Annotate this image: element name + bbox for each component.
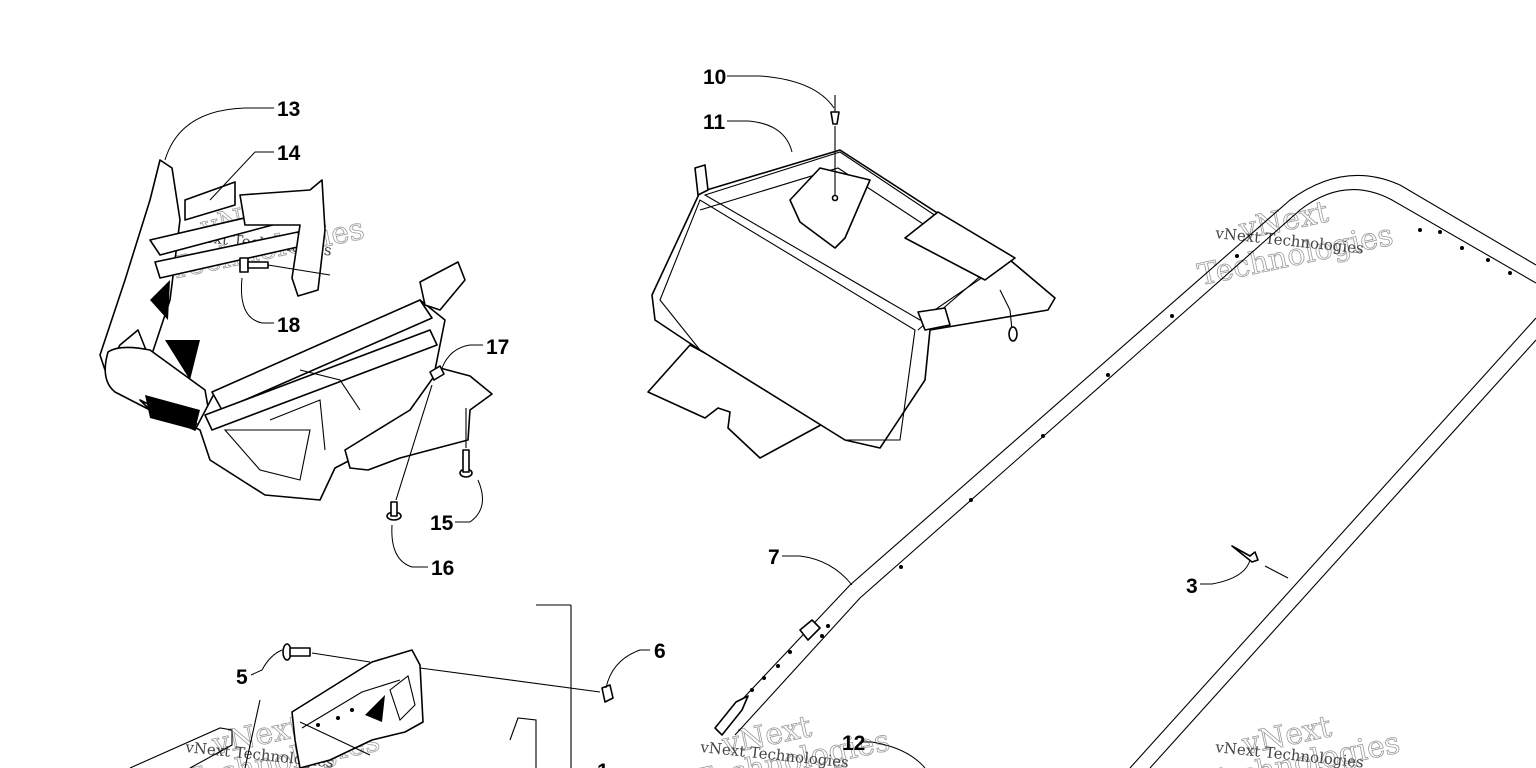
storage-bag [647,149,1056,459]
pin-10 [830,95,840,202]
nut-6 [419,667,614,703]
leader-lines [164,75,1251,768]
rear-bumper-assembly [99,159,493,501]
callout-16: 16 [431,557,454,580]
callout-14: 14 [277,142,301,165]
bolt-15 [459,408,473,478]
callout-3: 3 [1186,575,1198,598]
callout-6: 6 [654,640,666,663]
rivet-3 [1231,545,1289,579]
callout-1: 1 [597,760,609,768]
callout-18: 18 [277,314,301,337]
bolt-18 [239,257,331,276]
callout-labels: 13 14 18 17 15 16 10 11 7 3 5 6 12 1 [236,66,1198,768]
callout-17: 17 [486,336,509,359]
callout-13: 13 [277,98,300,121]
nut-17 [429,365,445,381]
callout-12: 12 [842,732,865,755]
bolt-16 [386,384,433,521]
tunnel-frame [714,174,1536,768]
rivet-holes [750,228,1512,692]
callout-15: 15 [430,512,454,535]
callout-10: 10 [703,66,726,89]
callout-5: 5 [236,666,248,689]
bolt-5 [282,643,371,663]
lower-bracket-assembly [129,604,572,768]
callout-11: 11 [703,111,726,134]
callout-7: 7 [768,546,780,569]
